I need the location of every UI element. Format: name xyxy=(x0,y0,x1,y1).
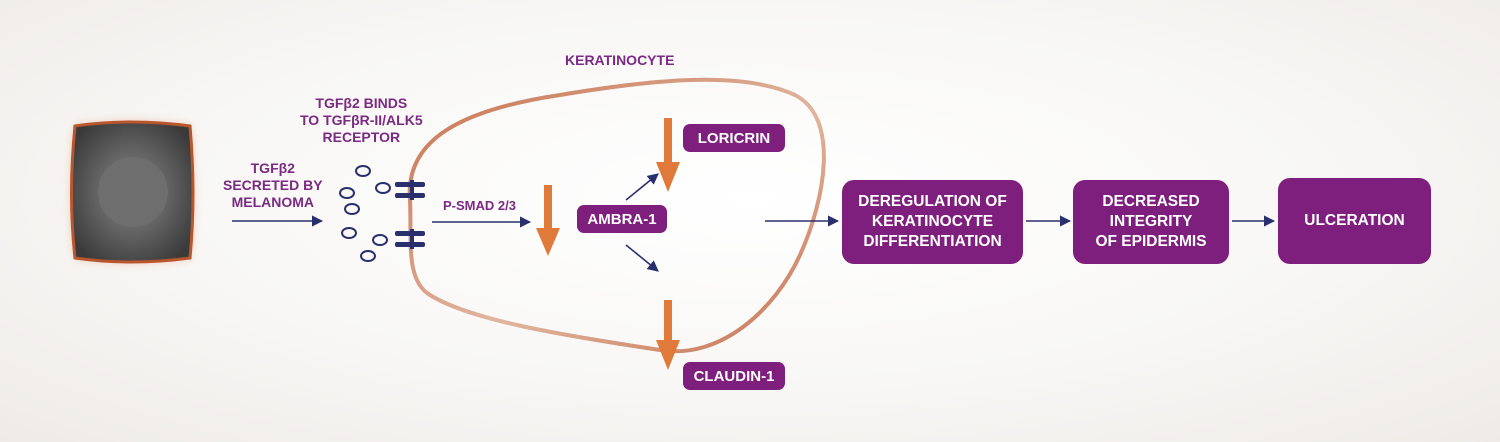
deregulation-box: DEREGULATION OF KERATINOCYTE DIFFERENTIA… xyxy=(842,180,1023,264)
loricrin-down-arrow xyxy=(656,118,680,192)
ambra1-pill: AMBRA-1 xyxy=(577,205,667,233)
loricrin-pill: LORICRIN xyxy=(683,124,785,152)
melanoma-nucleus xyxy=(98,157,168,227)
decreased-integrity-box: DECREASED INTEGRITY OF EPIDERMIS xyxy=(1073,180,1229,264)
claudin1-pill: CLAUDIN-1 xyxy=(683,362,785,390)
claudin-down-arrow xyxy=(656,300,680,370)
arrow-to-loricrin xyxy=(625,173,659,201)
keratinocyte-label: KERATINOCYTE xyxy=(565,52,675,68)
keratinocyte-membrane xyxy=(407,77,826,354)
ulceration-box: ULCERATION xyxy=(1278,178,1431,264)
receptor-lower xyxy=(395,229,425,249)
secreted-by-melanoma-label: TGFβ2 SECRETED BY MELANOMA xyxy=(223,160,323,210)
binds-receptor-label: TGFβ2 BINDS TO TGFβR-II/ALK5 RECEPTOR xyxy=(300,95,423,145)
psmad-label: P-SMAD 2/3 xyxy=(443,198,516,213)
receptor-upper xyxy=(395,180,425,200)
arrow-to-claudin xyxy=(625,244,659,272)
melanoma-cell xyxy=(70,120,195,264)
tgfb2-molecules xyxy=(339,165,391,262)
psmad-down-arrow xyxy=(536,185,560,256)
